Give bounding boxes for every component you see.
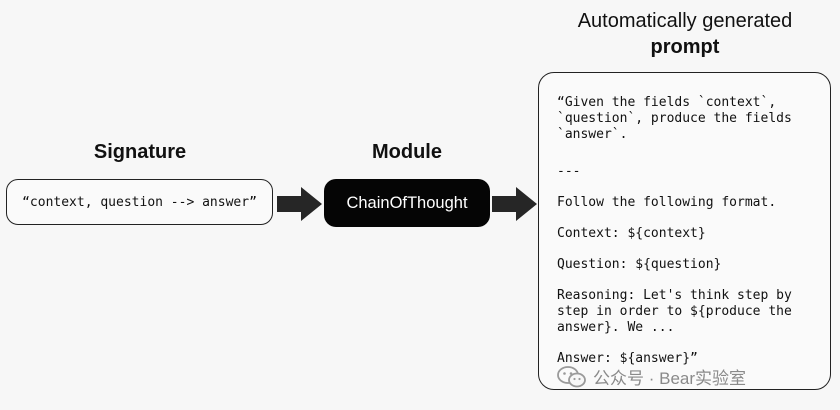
prompt-line: Reasoning: Let's think step by	[557, 288, 792, 303]
module-title: Module	[372, 141, 442, 163]
module-box: ChainOfThought	[324, 179, 490, 227]
signature-title: Signature	[93, 141, 187, 163]
arrow-right-icon	[492, 187, 537, 221]
prompt-box: “Given the fields `context`, `question`,…	[538, 72, 831, 390]
wechat-icon	[557, 365, 586, 387]
prompt-title-line-2: prompt	[650, 36, 720, 58]
watermark: 公众号 · Bear实验室	[557, 364, 746, 389]
arrow-right-icon	[277, 187, 322, 221]
prompt-separator: ---	[557, 164, 581, 179]
prompt-line: Follow the following format.	[557, 195, 777, 210]
signature-text: “context, question --> answer”	[22, 194, 257, 210]
prompt-title-line-1: Automatically generated	[577, 10, 793, 32]
prompt-line: Question: ${question}	[557, 257, 722, 272]
prompt-line: `question`, produce the fields	[557, 111, 792, 126]
prompt-line: `answer`.	[557, 127, 628, 142]
prompt-line: “Given the fields `context`,	[557, 95, 777, 110]
watermark-text: 公众号 · Bear实验室	[593, 369, 747, 388]
module-text: ChainOfThought	[346, 193, 468, 212]
prompt-line: step in order to ${produce the	[557, 304, 792, 319]
prompt-line: Answer: ${answer}”	[557, 351, 698, 366]
signature-box: “context, question --> answer”	[6, 179, 273, 225]
prompt-line: answer}. We ...	[557, 320, 675, 335]
prompt-line: Context: ${context}	[557, 226, 706, 241]
